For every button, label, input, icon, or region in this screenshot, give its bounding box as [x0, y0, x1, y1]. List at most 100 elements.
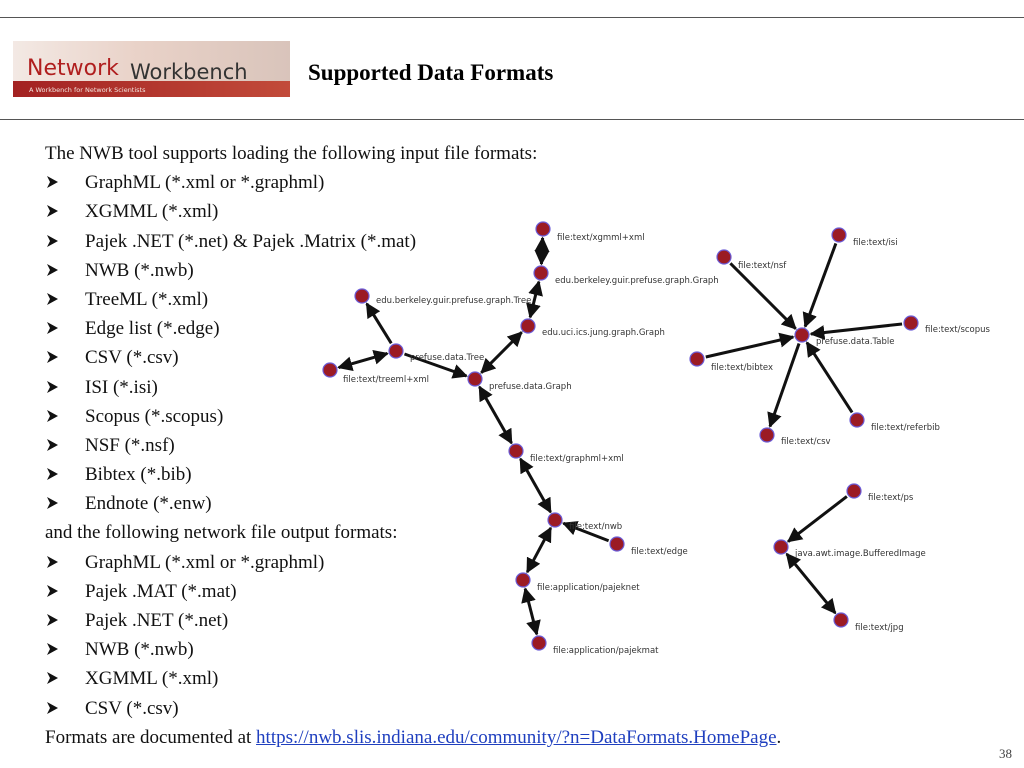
edge-pTree-berkTree [365, 302, 393, 345]
logo-tagline: A Workbench for Network Scientists [29, 86, 146, 94]
arrow-bullet-icon [45, 256, 85, 285]
node-label: file:text/referbib [871, 423, 940, 433]
node-circle [388, 343, 404, 359]
format-list-item: Edge list (*.edge) [45, 314, 985, 343]
format-list-item: Pajek .MAT (*.mat) [45, 577, 985, 606]
node-circle [794, 327, 810, 343]
network-workbench-logo: Network Workbench A Workbench for Networ… [13, 41, 290, 97]
format-list-item: TreeML (*.xml) [45, 285, 985, 314]
arrow-bullet-icon [45, 314, 85, 343]
arrow-bullet-icon [45, 606, 85, 635]
graph-node: file:text/jpg [833, 612, 904, 633]
format-label: CSV (*.csv) [85, 697, 179, 719]
node-label: file:text/scopus [925, 325, 991, 335]
format-label: GraphML (*.xml or *.graphml) [85, 172, 325, 194]
edge-jung-pGraph [480, 331, 523, 374]
graph-node: file:application/pajekmat [531, 635, 659, 656]
arrow-bullet-icon [45, 460, 85, 489]
format-label: Pajek .MAT (*.mat) [85, 580, 237, 602]
format-label: TreeML (*.xml) [85, 288, 209, 310]
arrow-bullet-icon [45, 577, 85, 606]
edge-isi-pTable [802, 242, 838, 328]
node-circle [547, 512, 563, 528]
graph-node: java.awt.image.BufferedImage [773, 539, 926, 559]
output-intro-text: and the following network file output fo… [45, 522, 398, 544]
edge-scopus-pTable [809, 322, 903, 340]
arrow-bullet-icon [45, 285, 85, 314]
edge-referbib-pTable [805, 341, 854, 414]
node-circle [467, 371, 483, 387]
edge-nwb-pajeknet [525, 526, 553, 574]
format-label: XGMML (*.xml) [85, 668, 219, 690]
edge-xgmml-berkGraph [534, 236, 550, 266]
graph-node: edu.berkeley.guir.prefuse.graph.Graph [533, 265, 719, 286]
node-label: file:text/isi [853, 238, 898, 248]
graph-node: file:text/scopus [903, 315, 991, 335]
format-list-item: GraphML (*.xml or *.graphml) [45, 168, 985, 197]
top-rule [0, 17, 1024, 18]
slide-title: Supported Data Formats [308, 60, 554, 85]
graph-node: file:text/edge [609, 536, 688, 557]
edge-berkGraph-jung [526, 280, 543, 319]
node-label: file:text/xgmml+xml [557, 233, 645, 243]
node-circle [531, 635, 547, 651]
graph-node: file:text/bibtex [689, 351, 773, 373]
format-list-item: Bibtex (*.bib) [45, 460, 985, 489]
graph-node: file:application/pajeknet [515, 572, 640, 593]
arrow-bullet-icon [45, 402, 85, 431]
node-label: file:text/csv [781, 437, 831, 447]
format-label: NWB (*.nwb) [85, 259, 194, 281]
format-label: Endnote (*.enw) [85, 493, 212, 515]
format-list-item: Pajek .NET (*.net) [45, 606, 985, 635]
node-circle [508, 443, 524, 459]
format-label: Pajek .NET (*.net) & Pajek .Matrix (*.ma… [85, 230, 417, 252]
format-list-item: Endnote (*.enw) [45, 489, 985, 518]
output-format-list: GraphML (*.xml or *.graphml)Pajek .MAT (… [45, 548, 985, 723]
format-label: NWB (*.nwb) [85, 639, 194, 661]
node-label: file:text/nwb [569, 522, 622, 532]
graph-node: edu.uci.ics.jung.graph.Graph [520, 318, 665, 338]
edge-pGraph-graphml [478, 385, 513, 445]
node-circle [773, 539, 789, 555]
format-list-item: XGMML (*.xml) [45, 197, 985, 226]
node-label: file:text/jpg [855, 623, 904, 633]
node-label: edu.berkeley.guir.prefuse.graph.Tree [376, 296, 531, 306]
logo-part1: Network [27, 56, 119, 81]
node-circle [609, 536, 625, 552]
node-label: edu.uci.ics.jung.graph.Graph [542, 328, 665, 338]
edge-pajeknet-pajekmat [521, 587, 541, 636]
format-label: Bibtex (*.bib) [85, 464, 192, 486]
format-label: Pajek .NET (*.net) [85, 610, 229, 631]
arrow-bullet-icon [45, 635, 85, 664]
node-circle [846, 483, 862, 499]
node-circle [535, 221, 551, 237]
format-label: CSV (*.csv) [85, 347, 179, 369]
format-label: ISI (*.isi) [85, 376, 158, 398]
data-formats-link[interactable]: https://nwb.slis.indiana.edu/community/?… [256, 726, 777, 748]
arrow-bullet-icon [45, 664, 85, 693]
node-label: prefuse.data.Table [816, 337, 895, 347]
format-list-item: NWB (*.nwb) [45, 256, 985, 285]
node-label: file:application/pajekmat [553, 646, 659, 656]
graph-node: file:text/ps [846, 483, 914, 503]
node-circle [831, 227, 847, 243]
node-label: file:text/treeml+xml [343, 375, 429, 385]
node-circle [533, 265, 549, 281]
edge-bufImg-jpg [785, 552, 837, 615]
format-label: XGMML (*.xml) [85, 201, 219, 223]
arrow-bullet-icon [45, 431, 85, 460]
edge-edge-nwb [561, 521, 610, 543]
format-list-item: CSV (*.csv) [45, 343, 985, 372]
graph-node: file:text/treeml+xml [322, 362, 429, 385]
page-number: 38 [999, 746, 1012, 761]
body-text: The NWB tool supports loading the follow… [45, 139, 985, 752]
format-label: Edge list (*.edge) [85, 318, 220, 340]
format-list-item: NWB (*.nwb) [45, 635, 985, 664]
graph-node: prefuse.data.Tree [388, 343, 484, 363]
node-label: file:text/bibtex [711, 363, 773, 373]
node-circle [515, 572, 531, 588]
graph-node: edu.berkeley.guir.prefuse.graph.Tree [354, 288, 531, 306]
graph-node: prefuse.data.Graph [467, 371, 572, 392]
arrow-bullet-icon [45, 548, 85, 577]
